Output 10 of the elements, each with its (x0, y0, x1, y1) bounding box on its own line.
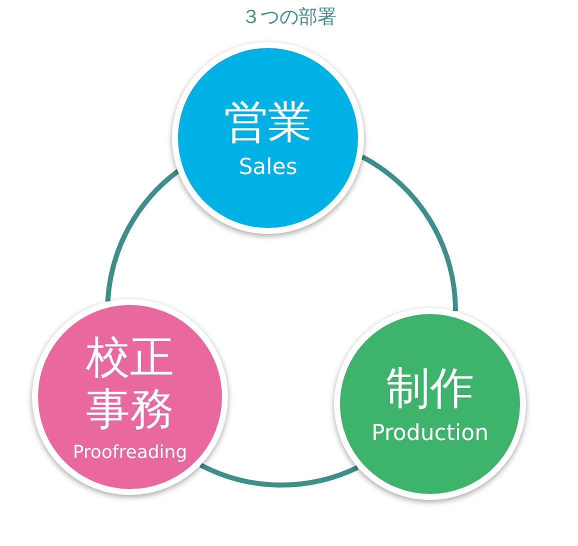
department-name: 校正事務 (85, 332, 175, 436)
ring-arc (360, 154, 458, 312)
department-name: 営業 (223, 96, 313, 148)
english-name: Proofreading (72, 442, 188, 462)
english-name: Sales (238, 154, 298, 180)
english-name: Production (371, 420, 489, 446)
ring-arc (200, 462, 358, 488)
ring-arc (105, 169, 180, 302)
title-text: ３つの部署 (240, 5, 338, 30)
department-name: 制作 (385, 362, 475, 414)
